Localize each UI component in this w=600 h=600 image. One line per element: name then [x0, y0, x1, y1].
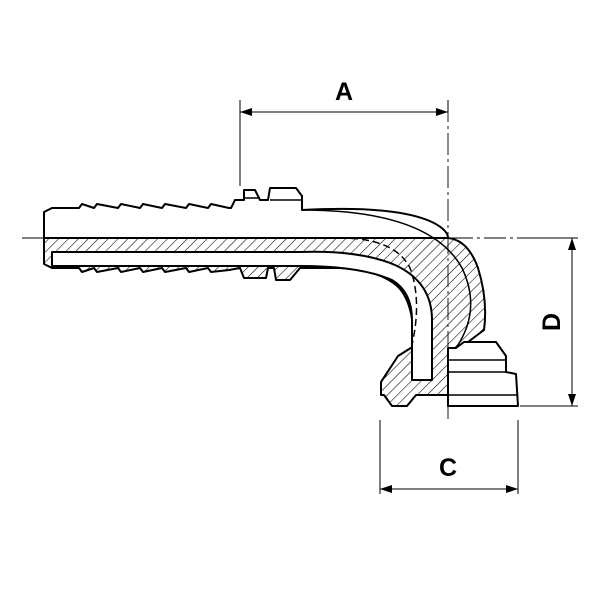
- elbow-dashed-bore: [339, 237, 418, 346]
- dimension-d-label: D: [538, 313, 566, 331]
- dimension-a: [239, 100, 449, 186]
- fitting-detail-lines: [244, 197, 518, 396]
- dimension-d: [520, 237, 578, 407]
- hose-fitting-elbow: [43, 187, 519, 407]
- fitting-upper-half: [43, 187, 449, 239]
- flange-head: [447, 341, 519, 407]
- elbow-outer-contour: [301, 209, 472, 349]
- dimension-c-label: C: [439, 454, 457, 482]
- fitting-bore: [51, 250, 433, 381]
- dimension-c: [379, 420, 519, 494]
- dimension-a-label: A: [335, 78, 353, 106]
